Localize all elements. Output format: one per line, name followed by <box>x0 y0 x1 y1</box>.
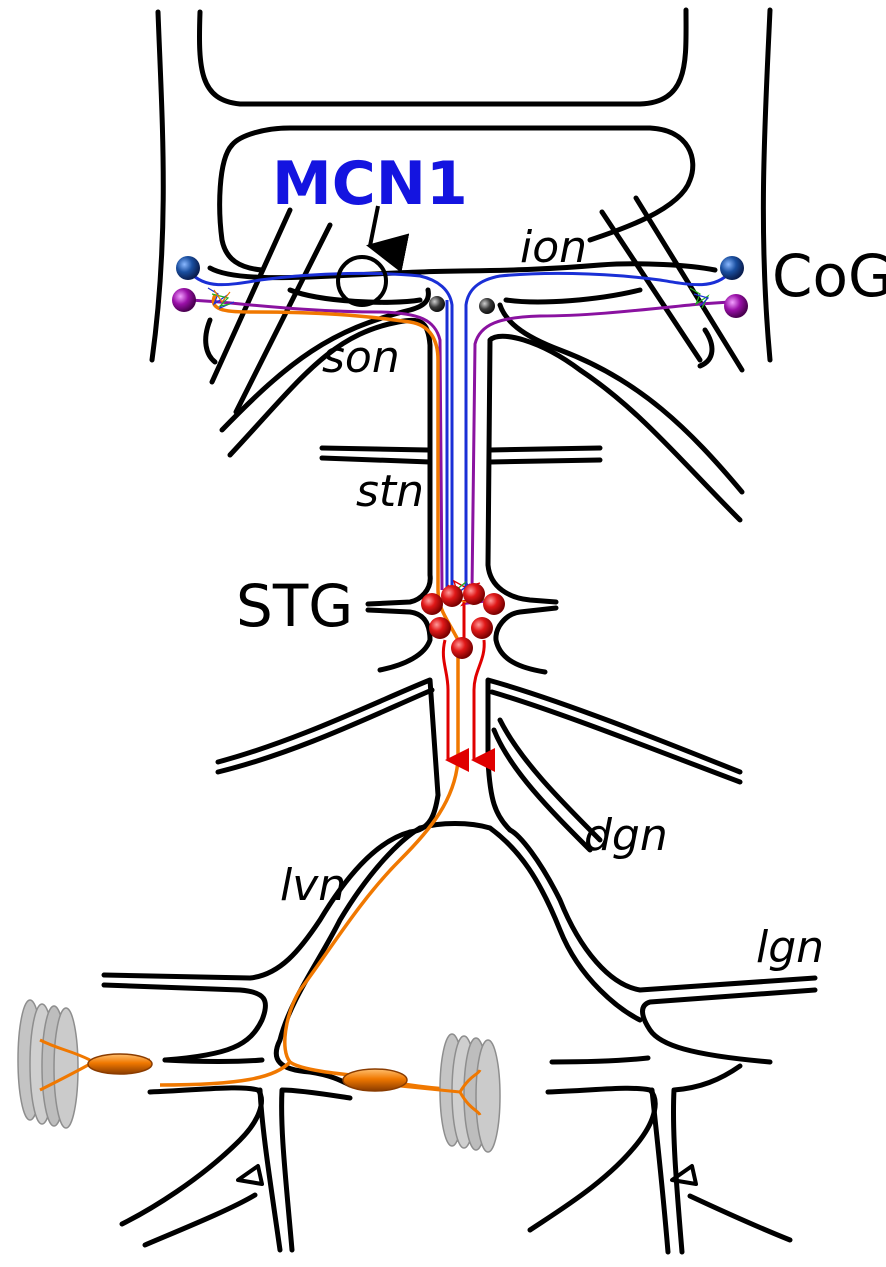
label-stg: STG <box>236 572 353 640</box>
cog-neuropil-left <box>208 288 234 308</box>
label-cog: CoG <box>772 242 886 310</box>
cog-blue-soma-right <box>720 256 744 280</box>
commissure-soma-left <box>429 296 445 312</box>
right-lower-branches <box>530 1058 790 1252</box>
label-mcn1: MCN1 <box>272 149 468 219</box>
blue-neuron-axons <box>190 272 730 590</box>
cog-purple-soma-left <box>172 288 196 312</box>
cog-purple-soma-right <box>724 294 748 318</box>
left-lower-branches <box>122 1060 350 1250</box>
label-lvn: lvn <box>280 860 346 911</box>
label-dgn: dgn <box>584 810 668 861</box>
label-ion: ion <box>520 222 587 273</box>
label-stn: stn <box>356 466 424 517</box>
muscle-right <box>343 1034 500 1152</box>
label-lgn: lgn <box>756 922 824 973</box>
mcn1-marker-circle <box>338 257 386 305</box>
commissure-soma-right <box>479 298 495 314</box>
muscle-left <box>18 1000 152 1128</box>
cog-blue-soma-left <box>176 256 200 280</box>
label-son: son <box>322 332 400 383</box>
lvn-lgn-nerves <box>104 824 815 1073</box>
cog-connective-nerves <box>212 198 742 412</box>
